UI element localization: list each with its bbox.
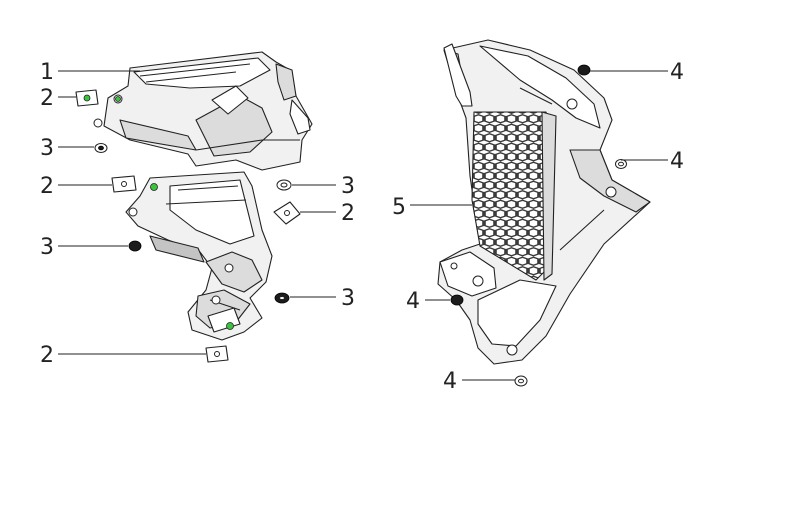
callout-3-lower-right: 3 xyxy=(341,286,355,311)
grommet-lower-left-icon xyxy=(128,240,142,252)
grommet-upper-icon xyxy=(94,143,108,153)
nut-bottom-icon xyxy=(514,375,528,387)
callout-3-lower-left: 3 xyxy=(40,235,54,260)
nut-top-icon xyxy=(577,64,591,76)
callout-4-bottom: 4 xyxy=(443,369,457,394)
callout-4-lower-left: 4 xyxy=(406,289,420,314)
nut-right-icon xyxy=(615,159,627,169)
left-leader-lines xyxy=(58,70,336,355)
clip-nut-right-icon xyxy=(273,201,301,225)
clip-nut-middle-icon xyxy=(111,175,137,193)
clip-nut-bottom-icon xyxy=(205,345,229,363)
grommet-lower-right-icon xyxy=(274,292,290,304)
callout-2-right: 2 xyxy=(341,201,355,226)
callout-3-upper: 3 xyxy=(40,136,54,161)
left-duct-assembly xyxy=(103,51,313,341)
callout-2-middle: 2 xyxy=(40,174,54,199)
callout-4-top: 4 xyxy=(670,60,684,85)
clip-nut-upper-icon xyxy=(75,89,99,107)
nut-lower-left-icon xyxy=(450,294,464,306)
callout-3-right-upper: 3 xyxy=(341,174,355,199)
callout-5: 5 xyxy=(392,195,406,220)
right-holes xyxy=(450,98,617,356)
callout-4-right: 4 xyxy=(670,149,684,174)
right-leader-lines xyxy=(410,70,668,381)
callout-1: 1 xyxy=(40,60,54,85)
callout-2-upper: 2 xyxy=(40,86,54,111)
mesh-grille-part xyxy=(471,111,557,281)
grommet-right-upper-icon xyxy=(276,179,292,191)
callout-2-bottom: 2 xyxy=(40,343,54,368)
